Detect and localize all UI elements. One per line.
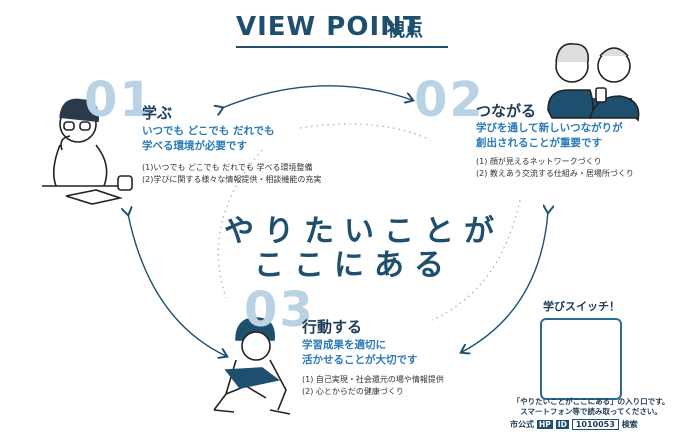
section-lead-act: 学習成果を適切に活かせることが大切です bbox=[302, 339, 418, 366]
section-number-03: 03 bbox=[244, 282, 315, 338]
person-tying-shoes-illustration bbox=[213, 317, 291, 415]
search-label[interactable]: 検索 bbox=[621, 420, 638, 429]
id-value: 1010053 bbox=[571, 419, 619, 430]
section-number-02: 02 bbox=[414, 72, 485, 128]
id-tag: ID bbox=[555, 420, 569, 429]
arrow-learn-connect bbox=[222, 85, 412, 108]
hp-search-row[interactable]: 市公式 HP ID 1010053 検索 bbox=[510, 419, 638, 430]
section-list-learn: (1)いつでも どこでも だれでも 学べる環境整備(2)学びに関する様々な情報提… bbox=[142, 163, 322, 184]
section-list-connect: (1) 顔が見えるネットワークづくり(2) 教えあう交流する仕組み・居場所づくり bbox=[476, 157, 634, 178]
section-lead-learn: いつでも どこでも だれでも学べる環境が必要です bbox=[142, 125, 275, 152]
section-title-learn: 学ぶ bbox=[142, 104, 173, 122]
page-subtitle: 視点 bbox=[387, 20, 423, 41]
center-message-line1: やりたいことが bbox=[224, 214, 504, 249]
section-lead-connect: 学びを通して新しいつながりが創出されることが重要です bbox=[476, 122, 623, 149]
section-title-connect: つながる bbox=[476, 102, 537, 120]
arrow-connect-act bbox=[462, 212, 548, 352]
hp-tag: HP bbox=[537, 420, 553, 429]
section-list-act: (1) 自己実現・社会還元の場や情報提供(2) 心とからだの健康づくり bbox=[302, 375, 444, 396]
title-underline bbox=[236, 46, 448, 48]
hp-prefix: 市公式 bbox=[510, 420, 534, 429]
studying-person-illustration bbox=[42, 98, 133, 205]
elders-illustration bbox=[547, 43, 640, 122]
qr-title: 学びスイッチ！ bbox=[543, 300, 620, 313]
section-number-01: 01 bbox=[84, 72, 155, 128]
qr-caption: 「やりたいことがここにある」の入り口です。スマートフォン等で読み取ってください。 bbox=[512, 397, 670, 416]
page-title: VIEW POINT bbox=[236, 12, 422, 42]
section-title-act: 行動する bbox=[302, 318, 363, 336]
qr-frame[interactable] bbox=[540, 318, 622, 400]
center-message-line2: ここにある bbox=[254, 248, 454, 283]
arrow-learn-act bbox=[128, 214, 226, 356]
